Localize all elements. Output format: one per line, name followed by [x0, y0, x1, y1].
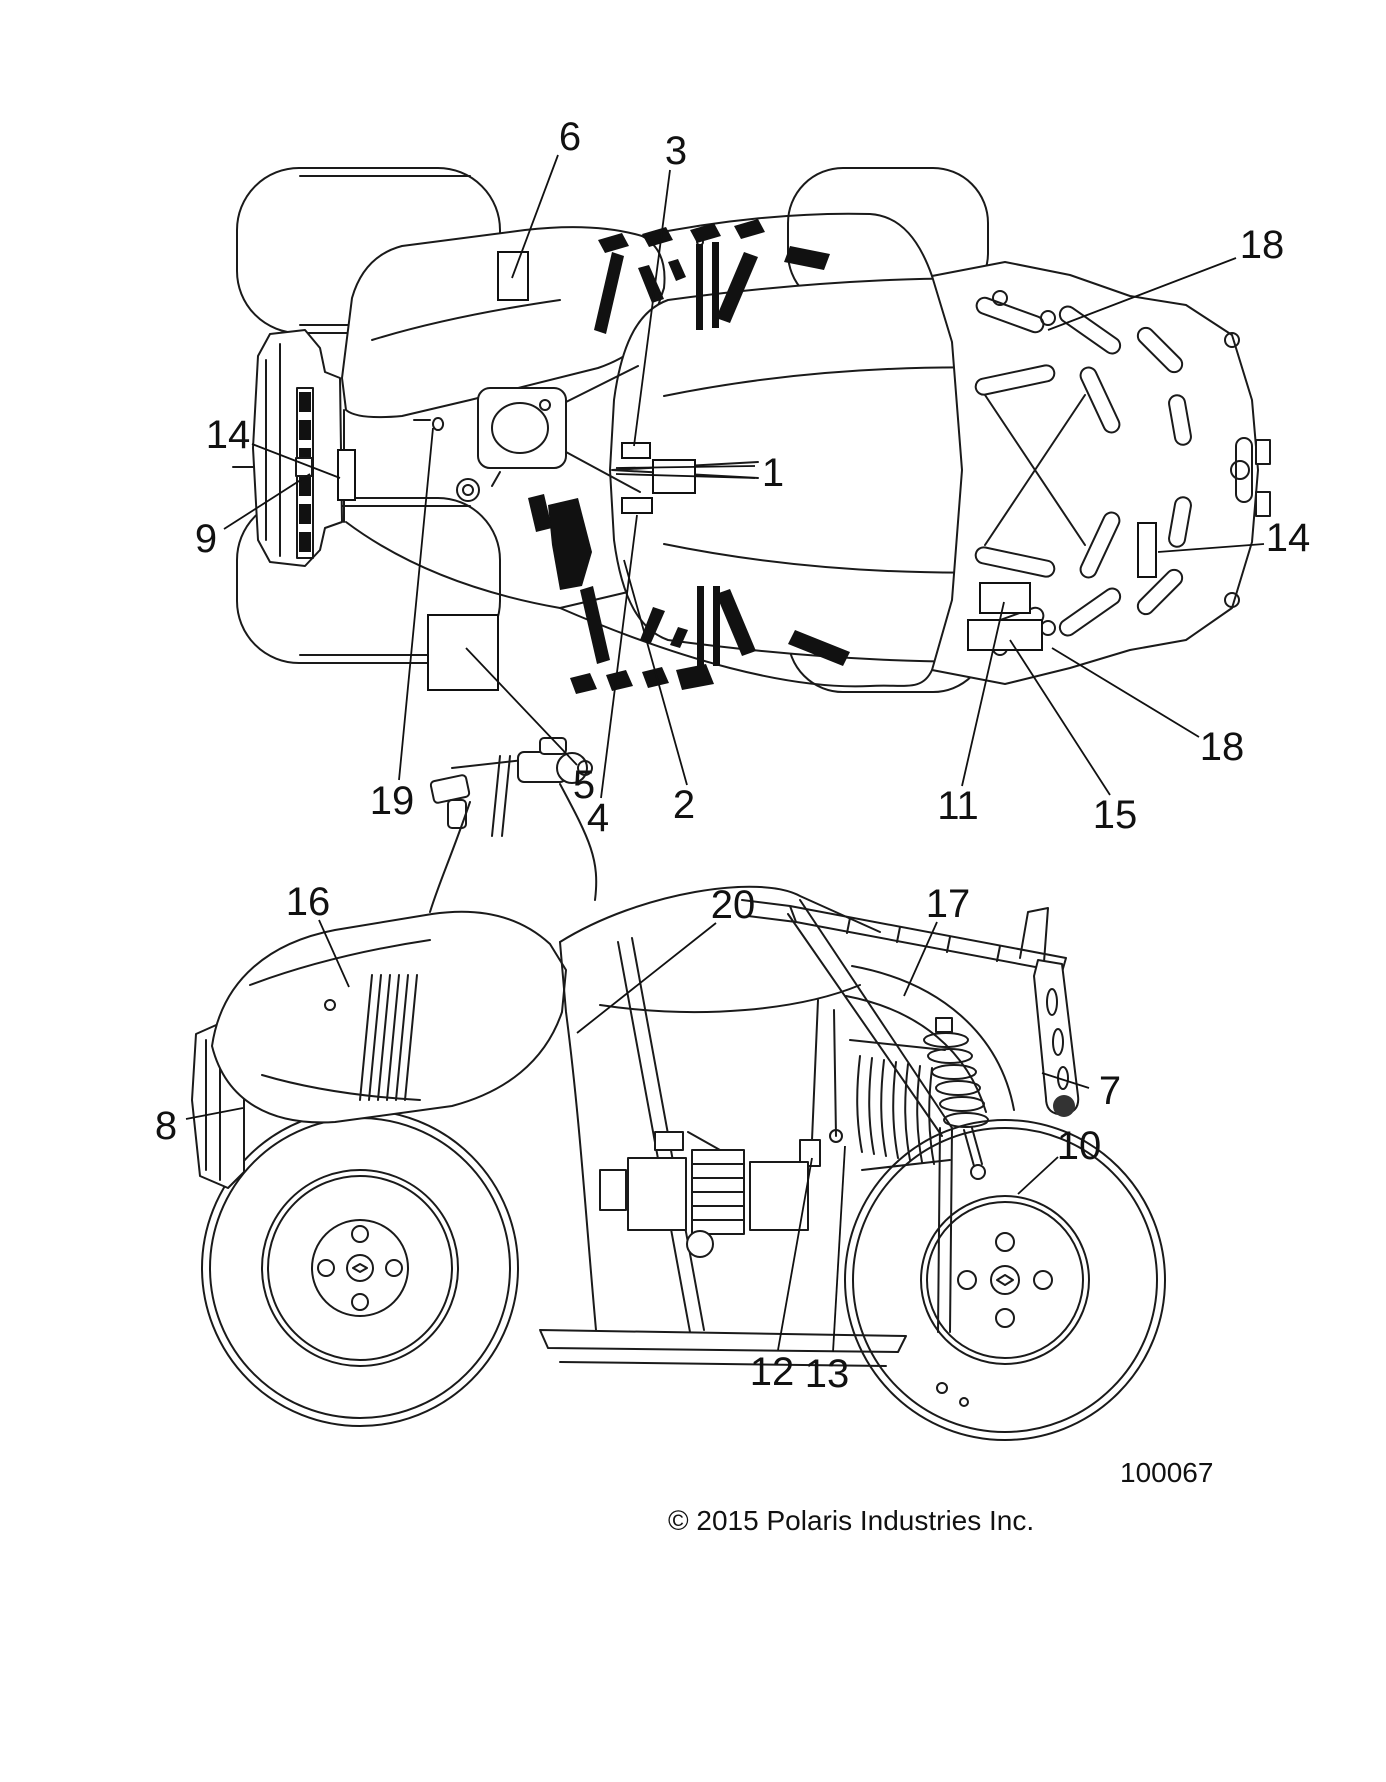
callout-17: 17 [903, 882, 971, 997]
decal-box-3 [621, 442, 651, 459]
callout-2-label: 2 [673, 783, 695, 827]
callout-8-leader-line [185, 1107, 244, 1120]
callout-16-leader-line [318, 919, 350, 988]
callout-13-label: 13 [805, 1352, 850, 1396]
callout-4: 4 [587, 514, 638, 840]
callout-18-bottom-leader-line [1051, 647, 1200, 738]
handlebar-cluster [429, 737, 598, 913]
callout-15-leader-line [1009, 639, 1111, 796]
callout-18-top-label: 18 [1240, 223, 1285, 267]
callout-2-leader-line [623, 559, 688, 786]
decal-box-5 [427, 614, 499, 691]
callout-14-left-label: 14 [206, 413, 251, 457]
engine-side [599, 1131, 809, 1258]
callout-14-left: 14 [206, 413, 341, 479]
callout-7-label: 7 [1099, 1069, 1121, 1113]
callout-15-label: 15 [1093, 793, 1138, 837]
callout-10-leader-line [1017, 1156, 1059, 1195]
callout-14-left-leader-line [251, 443, 341, 479]
figure-number: 100067 [1120, 1457, 1213, 1488]
callout-8: 8 [155, 1104, 244, 1148]
callout-19-leader-line [398, 427, 434, 781]
callout-9-leader-line [223, 473, 311, 530]
callout-20: 20 [576, 883, 756, 1034]
front-wheel [201, 1109, 519, 1427]
callout-20-label: 20 [711, 883, 756, 927]
callout-6-leader-line [511, 154, 559, 279]
callout-6: 6 [511, 115, 581, 279]
top-view [232, 167, 1271, 694]
callout-1-leader-line [615, 465, 756, 469]
decal-box-14-left [337, 449, 356, 501]
callout-18-top-leader-line [1047, 257, 1237, 331]
callout-15: 15 [1009, 639, 1138, 837]
callout-12-leader-line [777, 1157, 813, 1351]
callout-11-leader-line [961, 601, 1005, 787]
callout-1-leader-line [615, 473, 756, 479]
decal-box-11 [979, 582, 1031, 614]
callout-13: 13 [805, 1145, 850, 1396]
callout-14-right-leader-line [1157, 543, 1265, 553]
callout-3-leader-line [633, 169, 671, 447]
hood-top [341, 226, 666, 609]
callout-13-leader-line [832, 1145, 846, 1353]
callout-8-label: 8 [155, 1104, 177, 1148]
callout-14-right: 14 [1157, 516, 1311, 560]
callout-10: 10 [1017, 1124, 1102, 1195]
callout-7-leader-line [1041, 1072, 1090, 1089]
callout-18-top: 18 [1047, 223, 1285, 331]
seat-side [559, 885, 881, 1331]
callout-4-leader-line [600, 514, 638, 799]
callout-14-right-label: 14 [1266, 516, 1311, 560]
front-fender-side [211, 910, 567, 1124]
callout-20-leader-line [576, 922, 717, 1034]
callout-9-label: 9 [195, 517, 217, 561]
steering-pod-top [413, 365, 641, 590]
callout-17-leader-line [903, 921, 938, 997]
callout-12-label: 12 [750, 1350, 795, 1394]
decal-box-15 [967, 619, 1043, 651]
callout-5-label: 5 [573, 763, 595, 807]
rear-wheel [844, 1119, 1166, 1441]
callout-11-label: 11 [937, 784, 979, 828]
decal-graphics-top-cluster [594, 219, 830, 334]
callout-18-bottom-label: 18 [1200, 725, 1245, 769]
callout-10-label: 10 [1057, 1124, 1102, 1168]
callout-17-label: 17 [926, 882, 971, 926]
rack-slots [974, 296, 1253, 644]
decal-box-4 [621, 497, 653, 514]
rear-rack-side [741, 899, 1080, 1117]
callout-19-label: 19 [370, 779, 415, 823]
copyright-text: © 2015 Polaris Industries Inc. [668, 1505, 1034, 1536]
callout-5-leader-line [465, 647, 578, 766]
callout-3: 3 [633, 129, 687, 447]
decal-graphics-bottom-cluster [570, 586, 850, 694]
callout-7: 7 [1041, 1069, 1121, 1113]
callout-1: 1 [615, 451, 784, 495]
callout-4-label: 4 [587, 796, 609, 840]
decal-boxes-layer [337, 251, 1157, 691]
callout-11: 11 [937, 601, 1005, 828]
callout-5: 5 [465, 647, 595, 807]
front-bumper-top [232, 329, 343, 567]
decal-box-14-right [1137, 522, 1157, 578]
rear-rack-top [931, 261, 1271, 685]
callout-16: 16 [286, 880, 350, 988]
callout-12: 12 [750, 1157, 813, 1394]
callout-1-label: 1 [762, 451, 784, 495]
side-view [191, 737, 1166, 1441]
callout-2: 2 [623, 559, 695, 827]
callout-19: 19 [370, 427, 434, 823]
callout-3-label: 3 [665, 129, 687, 173]
callout-6-label: 6 [559, 115, 581, 159]
callout-18-bottom: 18 [1051, 647, 1245, 769]
rear-fender-side [845, 965, 1015, 1171]
callout-16-label: 16 [286, 880, 331, 924]
callout-9: 9 [195, 473, 311, 561]
